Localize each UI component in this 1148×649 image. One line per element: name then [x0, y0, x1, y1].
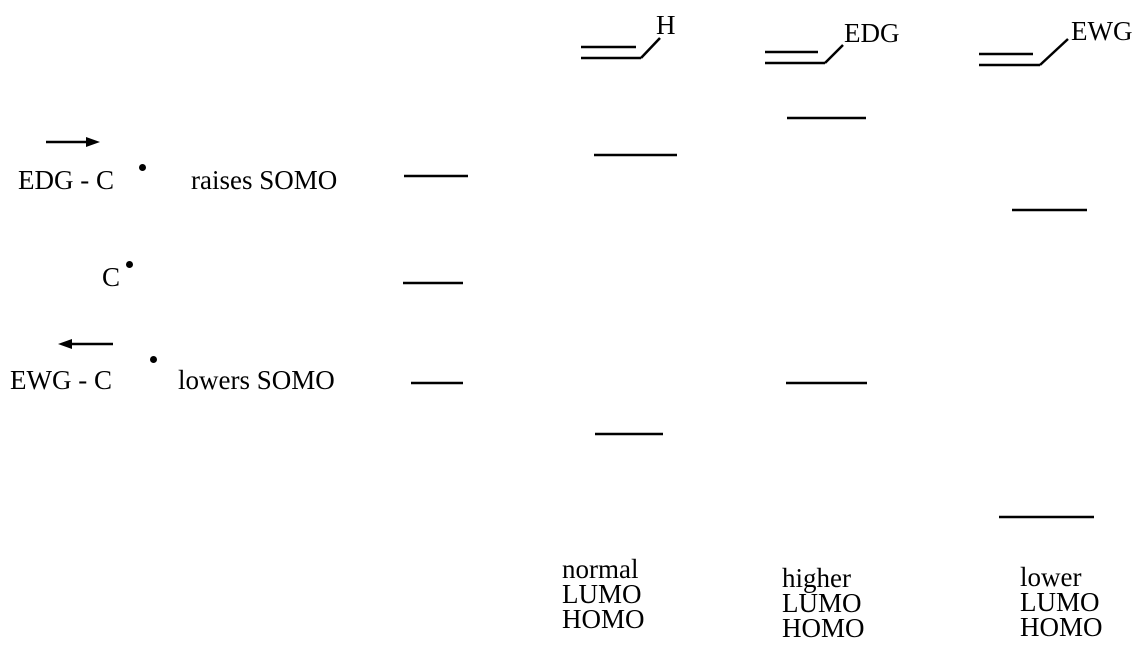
alkene-edg-structure	[765, 44, 844, 65]
caption-normal-line: HOMO	[562, 604, 645, 634]
caption-lower: lower LUMO HOMO	[1020, 562, 1103, 642]
alkene-ewg-structure	[979, 38, 1069, 67]
radical-effect-ewg: lowers SOMO	[178, 365, 335, 395]
radical-dot-edg	[139, 164, 146, 171]
radical-label-ewg: EWG - C	[10, 365, 112, 395]
caption-higher-line: higher	[782, 563, 851, 593]
caption-lower-line: HOMO	[1020, 612, 1103, 642]
caption-normal-line: normal	[562, 554, 639, 584]
radical-dot-plain	[126, 261, 133, 268]
radical-effect-edg: raises SOMO	[191, 165, 338, 195]
arrow-left-ewg	[58, 339, 113, 349]
alkene-substituent-ewg: EWG	[1071, 16, 1133, 46]
caption-lower-line: LUMO	[1020, 587, 1100, 617]
radical-label-edg: EDG - C	[18, 165, 114, 195]
radical-dot-ewg	[150, 356, 157, 363]
alkene-substituent-h: H	[656, 10, 676, 40]
alkene-h-structure	[581, 37, 661, 60]
radical-label-plain: C	[102, 262, 121, 292]
arrow-right-edg	[46, 137, 100, 147]
caption-normal: normal LUMO HOMO	[562, 554, 645, 634]
caption-higher-line: HOMO	[782, 613, 865, 643]
caption-lower-line: lower	[1020, 562, 1082, 592]
caption-higher: higher LUMO HOMO	[782, 563, 865, 643]
alkene-substituent-edg: EDG	[844, 18, 900, 48]
caption-normal-line: LUMO	[562, 579, 642, 609]
caption-higher-line: LUMO	[782, 588, 862, 618]
